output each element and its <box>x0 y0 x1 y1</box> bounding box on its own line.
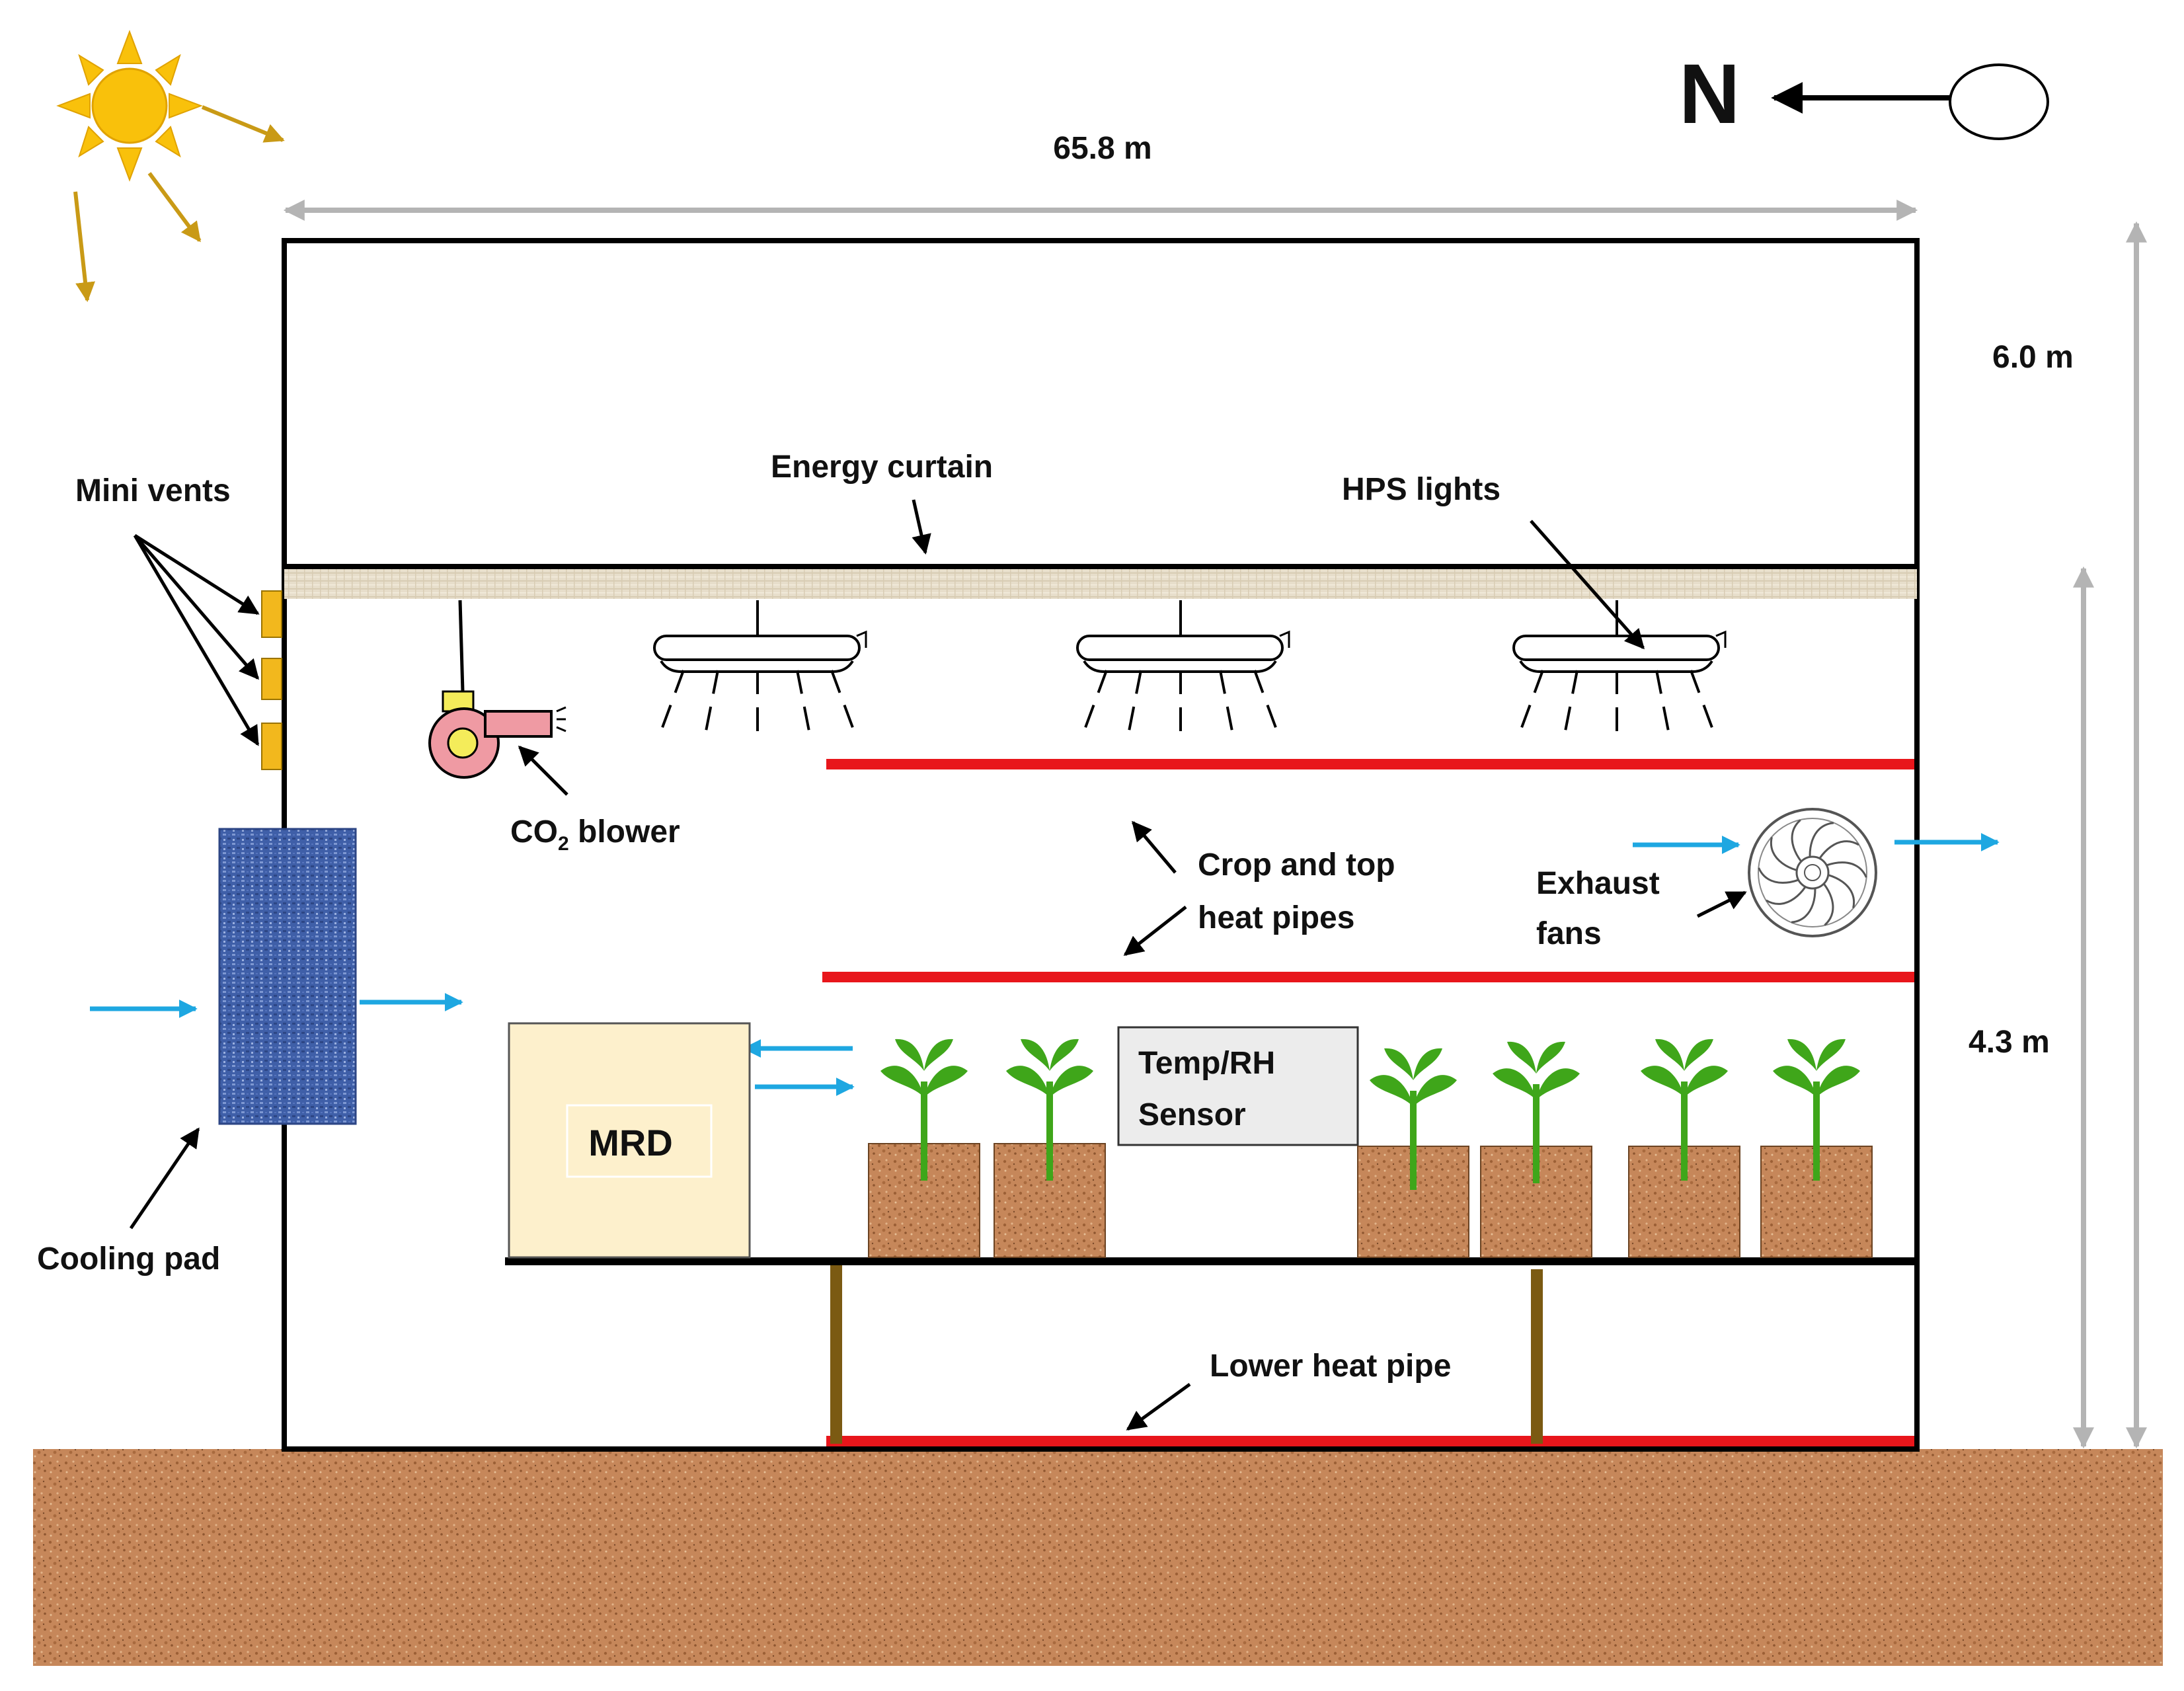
height-total-label: 6.0 m <box>1992 340 2074 375</box>
potted-plant <box>1480 1041 1592 1258</box>
mini-vent <box>261 723 282 770</box>
lower-heat-pipe-pointer <box>1126 1382 1191 1431</box>
hps-light-icon <box>1512 600 1727 735</box>
north-label: N <box>1679 47 1740 141</box>
cooling-pad <box>218 828 357 1125</box>
plant-pots <box>868 1039 1873 1258</box>
crop-pipes-pointer-up <box>1132 820 1177 874</box>
hps-lights-label: HPS lights <box>1342 472 1501 507</box>
mini-vents-pointers <box>133 533 260 746</box>
energy-curtain-label: Energy curtain <box>771 450 993 485</box>
hps-lights-pointer <box>1530 520 1645 650</box>
crop-pipes-label-line1: Crop and top <box>1198 847 1395 883</box>
bench-post <box>830 1265 842 1444</box>
airflow-arrows <box>90 833 2000 1096</box>
potted-plant <box>868 1039 980 1258</box>
north-circle <box>1949 63 2049 140</box>
mrd-label-box <box>566 1104 713 1178</box>
co2-blower-label: CO2 blower <box>510 814 680 855</box>
ground <box>33 1449 2163 1666</box>
potted-plant <box>994 1039 1106 1258</box>
exhaust-label-line2: fans <box>1536 916 1602 951</box>
sun-rays <box>73 105 285 302</box>
height-curtain-label: 4.3 m <box>1969 1025 2050 1060</box>
hps-lights <box>653 600 1727 735</box>
cooling-pad-pointer <box>129 1127 200 1230</box>
bench-post <box>1531 1269 1543 1444</box>
hps-light-icon <box>1076 600 1290 735</box>
mini-vents-label: Mini vents <box>75 473 231 508</box>
exhaust-fan-icon <box>1748 808 1877 937</box>
exhaust-pointer <box>1696 890 1747 918</box>
mrd-label: MRD <box>588 1122 673 1163</box>
crop-pipes-label-line2: heat pipes <box>1198 900 1354 935</box>
hps-light-icon <box>653 600 867 735</box>
mini-vent <box>261 590 282 638</box>
width-label: 65.8 m <box>1053 131 1151 166</box>
mini-vent <box>261 658 282 700</box>
cooling-pad-label: Cooling pad <box>37 1241 220 1277</box>
potted-plant <box>1760 1039 1873 1258</box>
sensor-label-line1: Temp/RH <box>1138 1046 1275 1081</box>
potted-plant <box>1357 1048 1469 1258</box>
exhaust-label-line1: Exhaust <box>1536 866 1660 901</box>
energy-curtain-pointer <box>912 499 931 555</box>
lower-heat-pipe-label: Lower heat pipe <box>1210 1349 1451 1384</box>
energy-curtain <box>284 569 1917 599</box>
co2-blower-icon <box>428 600 566 779</box>
mrd-unit <box>508 1022 751 1259</box>
crop-pipes-pointer-down <box>1123 906 1187 956</box>
temp-rh-sensor <box>1117 1026 1359 1146</box>
potted-plant <box>1628 1039 1740 1258</box>
co2-blower-pointer <box>518 745 568 796</box>
mini-vents <box>261 590 282 770</box>
sensor-label-line2: Sensor <box>1138 1097 1246 1132</box>
sun-icon <box>56 30 203 182</box>
